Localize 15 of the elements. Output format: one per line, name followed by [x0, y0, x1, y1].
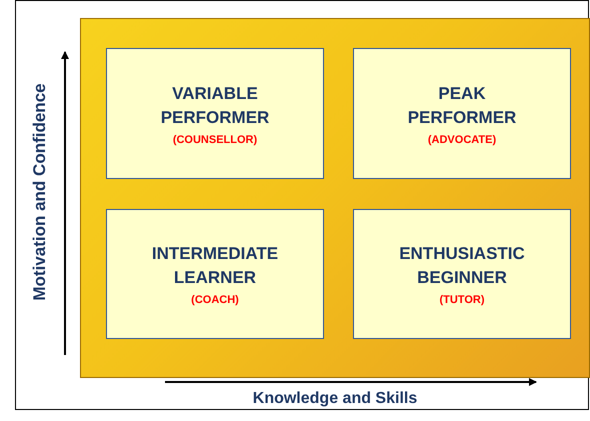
- quadrant-title: ENTHUSIASTIC BEGINNER: [398, 243, 526, 289]
- quadrant-box: [106, 209, 324, 339]
- role-label: (COACH): [191, 294, 239, 306]
- axis-label: Knowledge and Skills: [252, 390, 418, 408]
- axis-label: Motivation and Confidence: [30, 83, 50, 301]
- quadrant-box: [106, 48, 324, 179]
- matrix-panel: [80, 18, 590, 378]
- role-label: (COUNSELLOR): [172, 134, 258, 146]
- quadrant-box: [353, 209, 571, 339]
- quadrant-title: PEAK PERFORMER: [406, 82, 518, 128]
- role-label: (TUTOR): [439, 294, 484, 306]
- role-label: (ADVOCATE): [428, 134, 496, 146]
- quadrant-title: INTERMEDIATE LEARNER: [150, 243, 280, 289]
- quadrant-title: VARIABLE PERFORMER: [160, 82, 270, 128]
- quadrant-box: [353, 48, 571, 179]
